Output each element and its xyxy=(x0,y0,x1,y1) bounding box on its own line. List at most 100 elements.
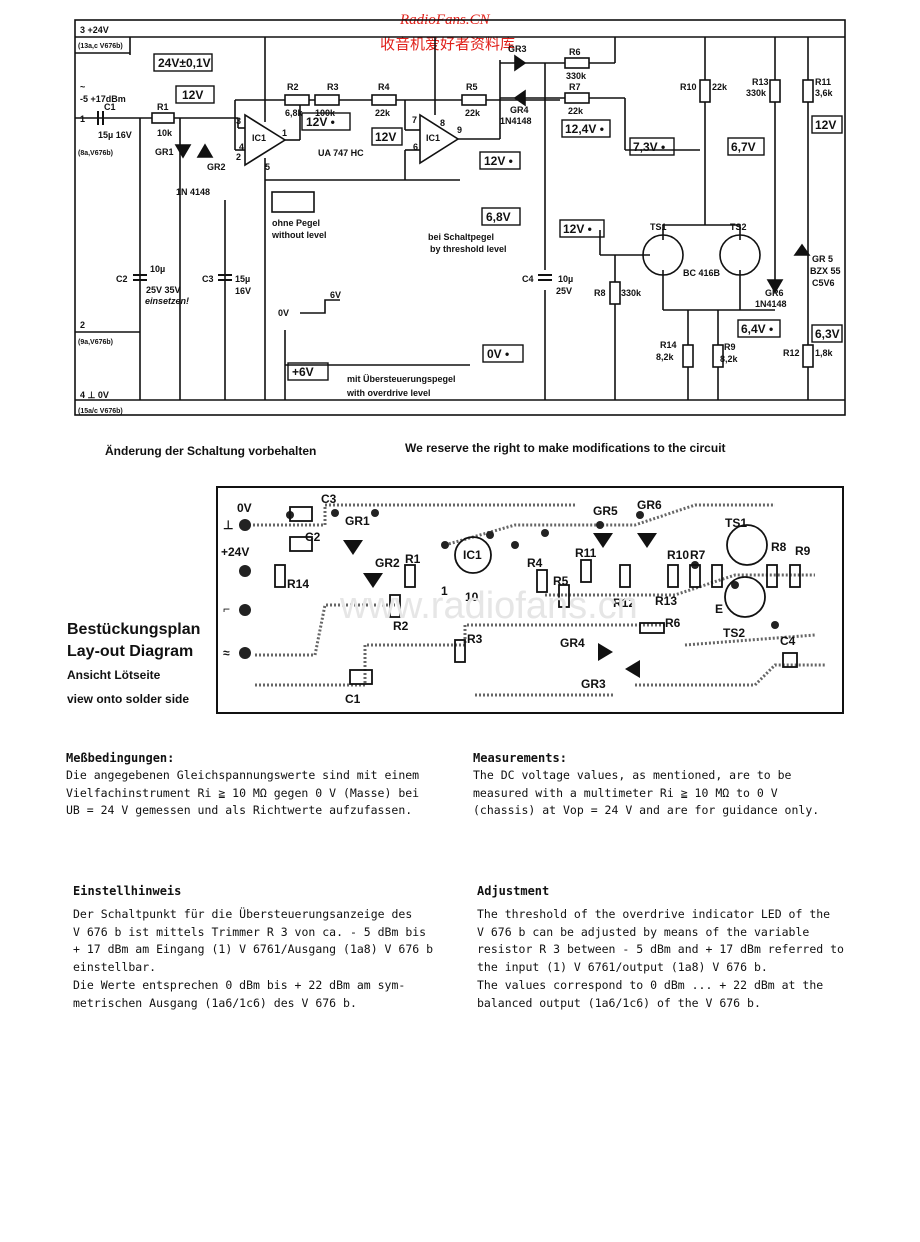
adjustment-de-line: Der Schaltpunkt für die Übersteuerungsan… xyxy=(73,907,413,921)
pcb-label-c2: C2 xyxy=(305,530,321,544)
voltage-24v: 24V±0,1V xyxy=(158,56,211,70)
terminal-1-tilde: ~ xyxy=(80,82,85,92)
pcb-layout: 0V ⊥ +24V ⌐ ≈ C3 C2 C1 R14 R1 GR1 GR2 R2… xyxy=(216,486,844,714)
label-r5-value: 22k xyxy=(465,108,481,118)
label-ic1-a: IC1 xyxy=(252,133,266,143)
pcb-label-ts2: TS2 xyxy=(723,626,745,640)
voltage-6-3v: 6,3V xyxy=(815,327,840,341)
terminal-3-label: 3 +24V xyxy=(80,25,109,35)
label-c2-note: einsetzen! xyxy=(145,296,189,306)
label-gr4-value: 1N4148 xyxy=(500,116,532,126)
pin-5: 5 xyxy=(265,162,270,172)
label-r5: R5 xyxy=(466,82,478,92)
label-c2-value2: 25V 35V xyxy=(146,285,181,295)
label-r14: R14 xyxy=(660,340,677,350)
voltage-6-7v: 6,7V xyxy=(731,140,756,154)
legend-threshold-de: bei Schaltpegel xyxy=(428,232,494,242)
pcb-label-step: ⌐ xyxy=(223,602,230,616)
label-gr6-value: 1N4148 xyxy=(755,299,787,309)
label-r8: R8 xyxy=(594,288,606,298)
adjustment-de-line: + 17 dBm am Eingang (1) V 6761/Ausgang (… xyxy=(73,942,434,957)
pcb-label-ts1: TS1 xyxy=(725,516,747,530)
terminal-3-sub: (13a,c V676b) xyxy=(78,43,123,50)
measurements-de-line: UB = 24 V gemessen und als Richtwerte au… xyxy=(66,803,413,818)
adjustment-en-line: The threshold of the overdrive indicator… xyxy=(477,907,831,921)
pcb-label-r13: R13 xyxy=(655,594,677,608)
adjustment-de-line: metrischen Ausgang (1a6/1c6) des V 676 b… xyxy=(73,995,357,1010)
legend-threshold-en: by threshold level xyxy=(430,244,507,254)
pcb-label-gr2: GR2 xyxy=(375,556,400,570)
legend-no-level-de: ohne Pegel xyxy=(272,218,320,228)
label-c2: C2 xyxy=(116,274,128,284)
label-r10-value: 22k xyxy=(712,82,728,92)
pcb-label-c4: C4 xyxy=(780,634,796,648)
label-ic1-b: IC1 xyxy=(426,133,440,143)
label-gr5-value: BZX 55 xyxy=(810,266,841,276)
pcb-label-c3: C3 xyxy=(321,492,337,506)
label-r11: R11 xyxy=(815,77,831,87)
label-c2-value: 10µ xyxy=(150,264,165,274)
pcb-label-gr4: GR4 xyxy=(560,636,585,650)
label-r6-value: 330k xyxy=(566,71,587,81)
label-gr1: GR1 xyxy=(155,147,174,157)
label-c4-value: 10µ xyxy=(558,274,573,284)
label-c4-value2: 25V xyxy=(556,286,572,296)
pcb-label-pin10: 10 xyxy=(465,590,479,604)
pcb-label-r14: R14 xyxy=(287,577,309,591)
voltage-12v-d: 12V • xyxy=(484,154,513,168)
label-r3: R3 xyxy=(327,82,339,92)
layout-title-en: Lay-out Diagram xyxy=(67,643,194,660)
label-ts1: TS1 xyxy=(650,222,667,232)
pcb-label-pin1: 1 xyxy=(441,584,448,598)
pcb-label-gr3: GR3 xyxy=(581,677,606,691)
pin-2: 2 xyxy=(236,152,241,162)
legend-step-6v: 6V xyxy=(330,290,341,300)
pcb-label-r1: R1 xyxy=(405,552,421,566)
adjustment-de-line: V 676 b ist mittels Trimmer R 3 von ca. … xyxy=(73,924,427,939)
label-r4-value: 22k xyxy=(375,108,391,118)
voltage-12-4v: 12,4V • xyxy=(565,122,604,136)
legend-step-0v: 0V xyxy=(278,308,289,318)
label-gr5-value2: C5V6 xyxy=(812,278,835,288)
voltage-12v-a: 12V xyxy=(182,88,203,102)
voltage-12v-c: 12V xyxy=(375,130,396,144)
notice-en: We reserve the right to make modificatio… xyxy=(405,441,726,455)
pcb-label-r6: R6 xyxy=(665,616,681,630)
legend-overdrive-en: with overdrive level xyxy=(346,388,431,398)
label-r12: R12 xyxy=(783,348,800,358)
adjustment-de-line: Die Werte entsprechen 0 dBm bis + 22 dBm… xyxy=(73,977,406,992)
label-gr3: GR3 xyxy=(508,44,527,54)
adjustment-en-line: V 676 b can be adjusted by means of the … xyxy=(477,924,810,939)
label-r14-value: 8,2k xyxy=(656,352,675,362)
pin-6: 6 xyxy=(413,142,418,152)
measurements-de-block: Meßbedingungen: Die angegebenen Gleichsp… xyxy=(66,751,456,820)
voltage-12v-e: 12V xyxy=(815,118,836,132)
pin-7: 7 xyxy=(412,115,417,125)
label-c3-value2: 16V xyxy=(235,286,251,296)
terminal-2-label: 2 xyxy=(80,320,85,330)
label-r12-value: 1,8k xyxy=(815,348,834,358)
pcb-label-r3: R3 xyxy=(467,632,483,646)
label-ua747: UA 747 HC xyxy=(318,148,364,158)
watermark-subtitle: 收音机爱好者资料库 xyxy=(380,35,516,53)
label-r4: R4 xyxy=(378,82,390,92)
pcb-label-e: E xyxy=(715,602,723,616)
adjustment-en-line: resistor R 3 between - 5 dBm and + 17 dB… xyxy=(477,942,844,957)
label-r7: R7 xyxy=(569,82,581,92)
label-r13-value: 330k xyxy=(746,88,767,98)
label-gr2: GR2 xyxy=(207,162,226,172)
pcb-label-r12: R12 xyxy=(613,596,635,610)
measurements-en-block: Measurements: The DC voltage values, as … xyxy=(473,751,863,820)
label-r13: R13 xyxy=(752,77,769,87)
label-ts2: TS2 xyxy=(730,222,747,232)
label-gr6: GR6 xyxy=(765,288,784,298)
pin-3: 3 xyxy=(236,116,241,126)
pin-1: 1 xyxy=(282,128,287,138)
voltage-6-8v: 6,8V xyxy=(486,210,511,224)
circuit-schematic: 3 +24V (13a,c V676b) ~ -5 +17dBm 1 (8a,V… xyxy=(74,19,846,416)
voltage-7-3v: 7,3V • xyxy=(633,140,665,154)
layout-sub-de: Ansicht Lötseite xyxy=(67,668,161,682)
label-gr5: GR 5 xyxy=(812,254,833,264)
label-c3: C3 xyxy=(202,274,214,284)
pcb-label-c1: C1 xyxy=(345,692,361,706)
